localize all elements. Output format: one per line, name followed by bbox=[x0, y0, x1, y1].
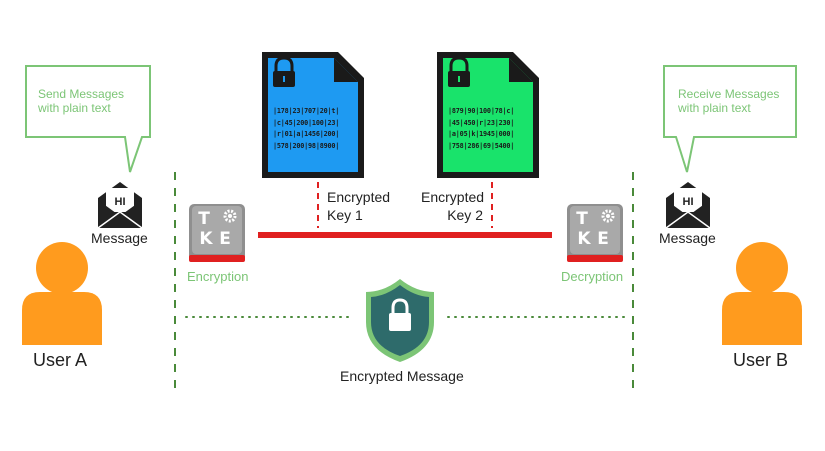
user-b-label: User B bbox=[733, 350, 789, 370]
key1-code-line: |178|23|707|20|t| bbox=[273, 107, 340, 115]
key2-code-line: |879|90|100|78|c| bbox=[448, 107, 515, 115]
receiver-speech-bubble bbox=[663, 65, 797, 173]
key1-document-icon bbox=[262, 52, 364, 178]
decryption-key-letter-3: E bbox=[597, 229, 609, 249]
key1-label-line2: Key 1 bbox=[327, 207, 363, 223]
key2-code-block: |879|90|100|78|c| |45|450|r|23|230| |a|05|… bbox=[448, 106, 514, 152]
encrypted-message-label: Encrypted Message bbox=[340, 368, 464, 384]
decryption-label: Decryption bbox=[561, 269, 624, 284]
shield-icon bbox=[366, 279, 434, 362]
receiver-envelope-icon bbox=[665, 182, 711, 229]
encryption-key-letter-1: T bbox=[198, 209, 210, 229]
sender-envelope-text: HI bbox=[114, 196, 126, 208]
user-b-icon bbox=[722, 242, 802, 345]
decryption-key-letter-2: K bbox=[577, 229, 591, 249]
key2-label-line2: Key 2 bbox=[447, 207, 483, 223]
receiver-message-label: Message bbox=[659, 230, 716, 246]
key2-document-icon bbox=[437, 52, 539, 178]
encryption-label: Encryption bbox=[187, 269, 249, 284]
key2-label-line1: Encrypted bbox=[421, 189, 485, 205]
receiver-envelope-text: HI bbox=[682, 196, 694, 208]
receiver-bubble-text: Receive Messages with plain text bbox=[678, 87, 780, 115]
key2-code-line: |a|05|k|1945|000| bbox=[448, 130, 515, 138]
encryption-key-icon bbox=[189, 204, 245, 262]
sender-speech-bubble bbox=[25, 65, 151, 173]
encryption-key-letter-2: K bbox=[199, 229, 213, 249]
key1-code-line: |578|200|98|8900| bbox=[273, 141, 340, 150]
sender-message-label: Message bbox=[91, 230, 148, 246]
sender-envelope-icon bbox=[97, 182, 143, 229]
key1-code-line: |c|45|200|100|23| bbox=[273, 118, 340, 127]
user-a-label: User A bbox=[33, 350, 88, 370]
key2-code-line: |758|286|69|5400| bbox=[448, 141, 515, 150]
key1-label-line1: Encrypted bbox=[327, 189, 391, 205]
decryption-key-icon bbox=[567, 204, 623, 262]
decryption-key-letter-1: T bbox=[576, 209, 588, 229]
user-a-icon bbox=[22, 242, 102, 345]
key1-code-line: |r|01|a|1456|200| bbox=[273, 130, 340, 138]
encryption-key-letter-3: E bbox=[219, 229, 231, 249]
key1-code-block: |178|23|707|20|t| |c|45|200|100|23| |r|01|… bbox=[273, 106, 339, 152]
sender-bubble-text: Send Messages with plain text bbox=[38, 87, 125, 115]
key2-code-line: |45|450|r|23|230| bbox=[448, 118, 515, 127]
